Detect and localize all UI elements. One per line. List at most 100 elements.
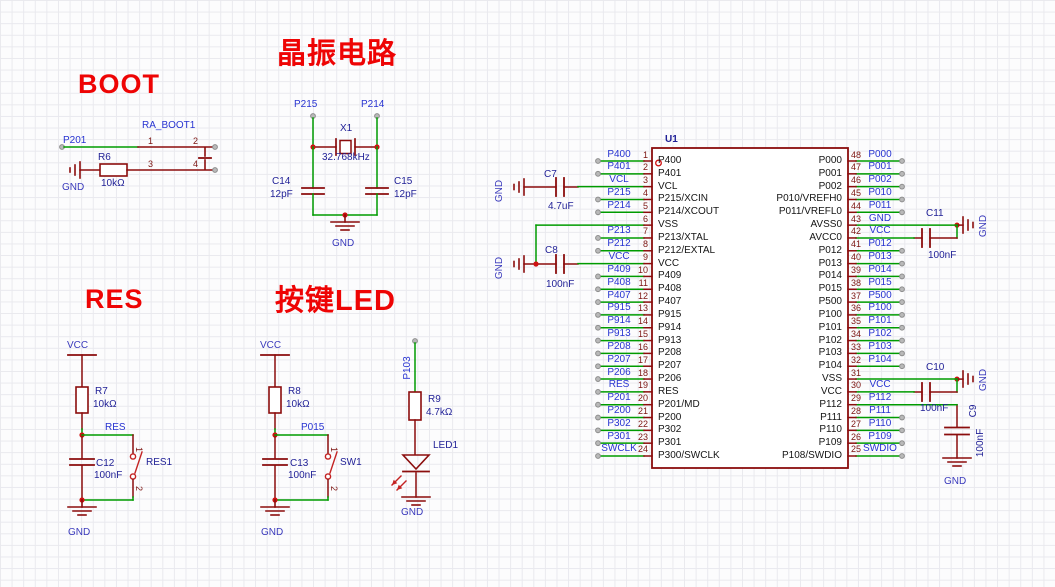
net-label: P201 bbox=[63, 135, 87, 146]
chip-pin-name: P101 bbox=[818, 321, 842, 333]
wire-end-dot bbox=[595, 158, 601, 164]
pin-number: 32 bbox=[851, 354, 862, 365]
chip-pin-name: P407 bbox=[658, 296, 682, 308]
component-ref: RA_BOOT1 bbox=[142, 120, 196, 131]
pin-number: 48 bbox=[851, 149, 862, 160]
reset-circuit-graphics[interactable] bbox=[67, 354, 143, 516]
net-label-GND: GND bbox=[868, 212, 892, 224]
component-ref: R6 bbox=[98, 152, 111, 163]
pin-number: 30 bbox=[851, 380, 862, 391]
gnd-label: GND bbox=[261, 527, 284, 538]
pin-number: 42 bbox=[851, 226, 862, 237]
wire-end-dot bbox=[595, 247, 601, 254]
crystal-symbol[interactable] bbox=[335, 138, 356, 156]
component-ref: C15 bbox=[394, 176, 413, 187]
switch-symbol[interactable] bbox=[129, 451, 143, 480]
led-symbol[interactable] bbox=[391, 454, 431, 491]
chip-pin-name: P010/VREFH0 bbox=[776, 193, 842, 205]
pin-number: 20 bbox=[637, 393, 648, 404]
resistor-body[interactable] bbox=[408, 391, 422, 421]
crystal-circuit-graphics[interactable] bbox=[301, 113, 389, 231]
component-ref: C14 bbox=[272, 176, 291, 187]
pin-number: 10 bbox=[637, 264, 648, 275]
key-led-circuit-graphics[interactable] bbox=[260, 338, 431, 516]
gnd-symbol[interactable] bbox=[69, 161, 81, 179]
chip-origin-marker bbox=[655, 159, 662, 167]
left-decoupling-graphics[interactable] bbox=[513, 177, 645, 274]
net-label: P214 bbox=[361, 99, 385, 110]
pin-number: 28 bbox=[851, 406, 862, 417]
wire-end-dot bbox=[899, 440, 905, 447]
gnd-symbol[interactable] bbox=[330, 214, 360, 231]
chip-pin-name: P112 bbox=[819, 398, 842, 410]
resistor-body[interactable] bbox=[75, 386, 89, 414]
capacitor-symbol[interactable] bbox=[555, 177, 565, 197]
gnd-symbol[interactable] bbox=[401, 496, 431, 506]
chip-pin-name: P109 bbox=[818, 437, 842, 449]
gnd-label: GND bbox=[944, 476, 967, 487]
wire-end-dot bbox=[212, 167, 218, 173]
net-label-P200: P200 bbox=[607, 405, 631, 417]
chip-pin-name: P409 bbox=[658, 270, 682, 282]
wire-end-dot bbox=[899, 273, 905, 280]
net-label: P103 bbox=[402, 356, 413, 380]
net-label-P500: P500 bbox=[868, 289, 892, 301]
wire-end-dot bbox=[595, 299, 601, 305]
chip-pin-name: P102 bbox=[818, 334, 842, 346]
net-label-P010: P010 bbox=[868, 186, 892, 198]
capacitor-symbol[interactable] bbox=[262, 458, 288, 466]
net-label: RES bbox=[105, 422, 126, 433]
chip-pin-name: P014 bbox=[818, 270, 842, 282]
chip-body[interactable] bbox=[651, 147, 849, 469]
wire-end-dot bbox=[595, 196, 601, 203]
component-value: 4.7kΩ bbox=[426, 407, 453, 418]
gnd-symbol[interactable] bbox=[513, 255, 525, 273]
boot-circuit-graphics[interactable] bbox=[59, 144, 218, 179]
net-label-SWDIO: SWDIO bbox=[863, 443, 897, 455]
capacitor-symbol[interactable] bbox=[301, 187, 389, 195]
wire-end-dot bbox=[899, 299, 905, 305]
pin-number: 27 bbox=[851, 418, 862, 429]
net-label-VCC: VCC bbox=[608, 251, 630, 263]
component-value: 100nF bbox=[928, 250, 957, 261]
switch-symbol[interactable] bbox=[324, 451, 338, 480]
chip-pin-name: P201/MD bbox=[658, 398, 700, 410]
capacitor-symbol[interactable] bbox=[555, 254, 565, 274]
gnd-label: GND bbox=[494, 179, 505, 203]
gnd-symbol[interactable] bbox=[67, 499, 97, 516]
chip-pin-name: AVSS0 bbox=[810, 219, 843, 231]
capacitor-symbol[interactable] bbox=[921, 228, 931, 248]
gnd-symbol[interactable] bbox=[942, 457, 972, 467]
net-label-P109: P109 bbox=[868, 430, 892, 442]
resistor-body[interactable] bbox=[99, 163, 128, 177]
chip-pin-name: VCC bbox=[820, 385, 842, 397]
pin-number: 5 bbox=[642, 200, 648, 211]
capacitor-symbol[interactable] bbox=[921, 382, 931, 402]
pin-number: 23 bbox=[637, 431, 648, 442]
gnd-symbol[interactable] bbox=[260, 499, 290, 516]
wire-end-dot bbox=[899, 337, 905, 344]
component-ref: SW1 bbox=[340, 457, 362, 468]
gnd-symbol[interactable] bbox=[962, 216, 974, 234]
gnd-symbol[interactable] bbox=[962, 370, 974, 388]
net-label-P408: P408 bbox=[607, 276, 631, 288]
capacitor-symbol[interactable] bbox=[69, 458, 95, 466]
pin-number: 1 bbox=[148, 136, 154, 146]
net-label-P101: P101 bbox=[868, 315, 892, 327]
chip-pin-name: P408 bbox=[658, 283, 682, 295]
pin-number: 39 bbox=[851, 264, 862, 275]
gnd-symbol[interactable] bbox=[513, 178, 525, 196]
wire-end-dot bbox=[595, 440, 601, 447]
pin-number: 2 bbox=[193, 136, 199, 146]
pin-number: 3 bbox=[148, 159, 154, 169]
chip-pin-name: P012 bbox=[818, 244, 842, 256]
component-ref: C10 bbox=[926, 362, 945, 373]
chip-pin-name: P200 bbox=[658, 411, 682, 423]
component-value: 100nF bbox=[288, 470, 317, 481]
capacitor-symbol[interactable] bbox=[944, 426, 970, 436]
resistor-body[interactable] bbox=[268, 386, 282, 414]
pin-number: 15 bbox=[637, 329, 648, 340]
gnd-label: GND bbox=[62, 182, 85, 193]
